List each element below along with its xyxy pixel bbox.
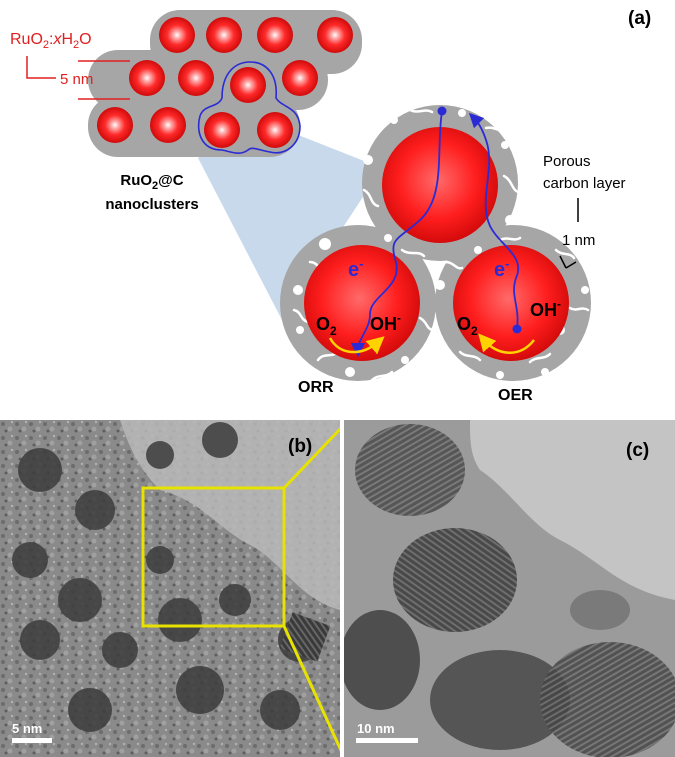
cluster-name-line2: nanoclusters — [105, 196, 198, 213]
porous-label-line1: Porous — [543, 153, 591, 170]
electron-label-left: e- — [348, 256, 363, 281]
zoom-projection — [198, 118, 382, 320]
nanocluster-balls — [97, 17, 353, 148]
thickness-label: 1 nm — [562, 232, 595, 249]
thickness-bracket — [559, 255, 577, 269]
o2-label-left: O2 — [316, 314, 337, 338]
trimer-cores — [304, 127, 569, 361]
carbon-channels — [292, 108, 590, 382]
selected-trimer-outline — [197, 61, 301, 154]
carbon-pores — [293, 109, 589, 379]
scale-label-b: 5 nm — [12, 721, 42, 736]
zoom-box — [141, 486, 286, 628]
panel-c-label: (c) — [626, 440, 649, 461]
panel-a-label: (a) — [628, 8, 651, 29]
zoom-line-bottom — [282, 625, 346, 757]
o2-label-right: O2 — [457, 314, 478, 338]
panel-divider — [340, 420, 344, 757]
size-label: 5 nm — [60, 71, 93, 88]
scale-bar-b — [12, 738, 52, 743]
tem-b-lattice-particle — [279, 612, 331, 662]
scale-label-c: 10 nm — [357, 721, 395, 736]
orr-reaction-arrow — [328, 336, 385, 355]
composition-label: RuO2:xH2O — [10, 31, 92, 51]
oh-label-left: OH- — [370, 311, 401, 334]
electron-source-dot — [437, 106, 447, 116]
tem-c-vacuum — [470, 420, 675, 600]
size-bracket — [26, 56, 56, 79]
panel-c: (c) 10 nm — [340, 420, 675, 757]
cluster-name: RuO2@C — [120, 172, 183, 192]
reaction-label-oer: OER — [498, 387, 533, 404]
tem-c-particles — [340, 424, 675, 757]
oer-reaction-arrow — [478, 333, 535, 354]
electron-oer-dot — [512, 324, 522, 334]
scale-bar-c — [356, 738, 418, 743]
porous-label-line2: carbon layer — [543, 175, 626, 192]
zoom-line-top — [282, 423, 346, 490]
tem-b-particles — [12, 422, 322, 732]
panel-b: (b) 5 nm — [0, 420, 340, 757]
electron-label-right: e- — [494, 256, 509, 281]
panel-a: RuO2:xH2O 5 nm RuO2@C nanoclusters (a) — [10, 8, 651, 404]
electron-path-oer — [468, 112, 519, 329]
composition-annotation: RuO2:xH2O 5 nm — [10, 31, 130, 100]
electron-path-orr — [350, 110, 443, 358]
reaction-label-orr: ORR — [298, 379, 334, 396]
oh-label-right: OH- — [530, 297, 561, 320]
panel-b-label: (b) — [288, 436, 312, 457]
